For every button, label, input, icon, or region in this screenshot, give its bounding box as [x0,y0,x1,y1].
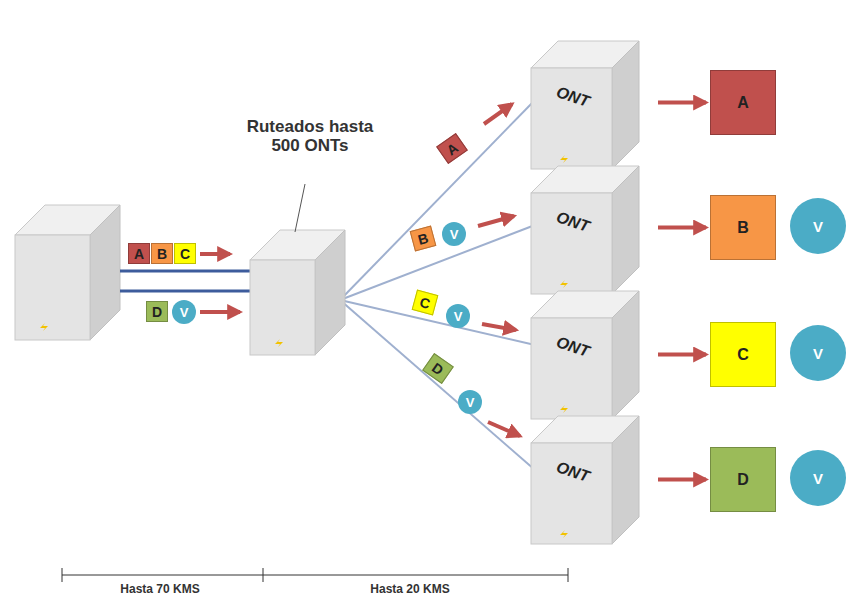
service-letter: V [180,305,189,320]
flow-arrow [200,252,230,256]
service-letter: B [157,246,167,262]
service-letter: V [454,309,463,324]
service-letter: V [813,218,823,235]
splitter-cube [250,230,345,355]
service-letter: B [416,229,430,247]
service-box: C [412,290,439,316]
ont-box: ONT [530,165,640,295]
service-box: D [422,353,454,384]
service-letter: C [737,346,749,364]
distance-bracket [62,568,568,582]
service-box: C [710,322,776,387]
flow-arrow [658,478,706,482]
service-letter: D [737,471,749,489]
olt-cube [15,205,120,340]
voice-circle: V [790,450,846,506]
service-letter: V [466,395,475,410]
ont-box: ONT [530,415,640,545]
voice-circle: V [446,304,470,328]
leader-line [295,184,305,232]
voice-circle: V [790,198,846,254]
service-letter: A [737,94,749,112]
service-box: B [151,243,173,264]
service-letter: V [813,345,823,362]
service-letter: V [450,227,459,242]
service-box: A [436,133,468,164]
service-letter: B [737,219,749,237]
flow-arrow [200,310,240,314]
service-box: D [146,301,168,322]
service-letter: D [152,304,162,320]
flow-arrow [658,226,706,230]
branch-fibers [340,100,535,470]
fiber [120,270,255,273]
service-box: A [128,243,150,264]
flow-arrow [658,353,706,357]
flow-arrow [658,101,706,105]
service-box: C [174,243,196,264]
ont-box: ONT [530,290,640,420]
voice-circle: V [172,300,196,324]
service-letter: V [813,470,823,487]
flow-arrows [478,104,520,436]
service-letter: C [418,293,432,311]
service-box: D [710,447,776,512]
service-box: A [710,70,776,135]
voice-circle: V [458,390,482,414]
service-letter: A [134,246,144,262]
voice-circle: V [790,325,846,381]
service-letter: C [180,246,190,262]
service-box: B [710,195,776,260]
service-letter: A [443,139,460,158]
service-letter: D [429,359,446,378]
fiber [120,290,255,293]
distance-label: Hasta 70 KMS [75,583,245,596]
voice-circle: V [442,222,466,246]
ont-box: ONT [530,40,640,170]
service-box: B [410,226,437,252]
distance-label: Hasta 20 KMS [325,583,495,596]
callout-label: Ruteados hasta 500 ONTs [245,118,375,155]
